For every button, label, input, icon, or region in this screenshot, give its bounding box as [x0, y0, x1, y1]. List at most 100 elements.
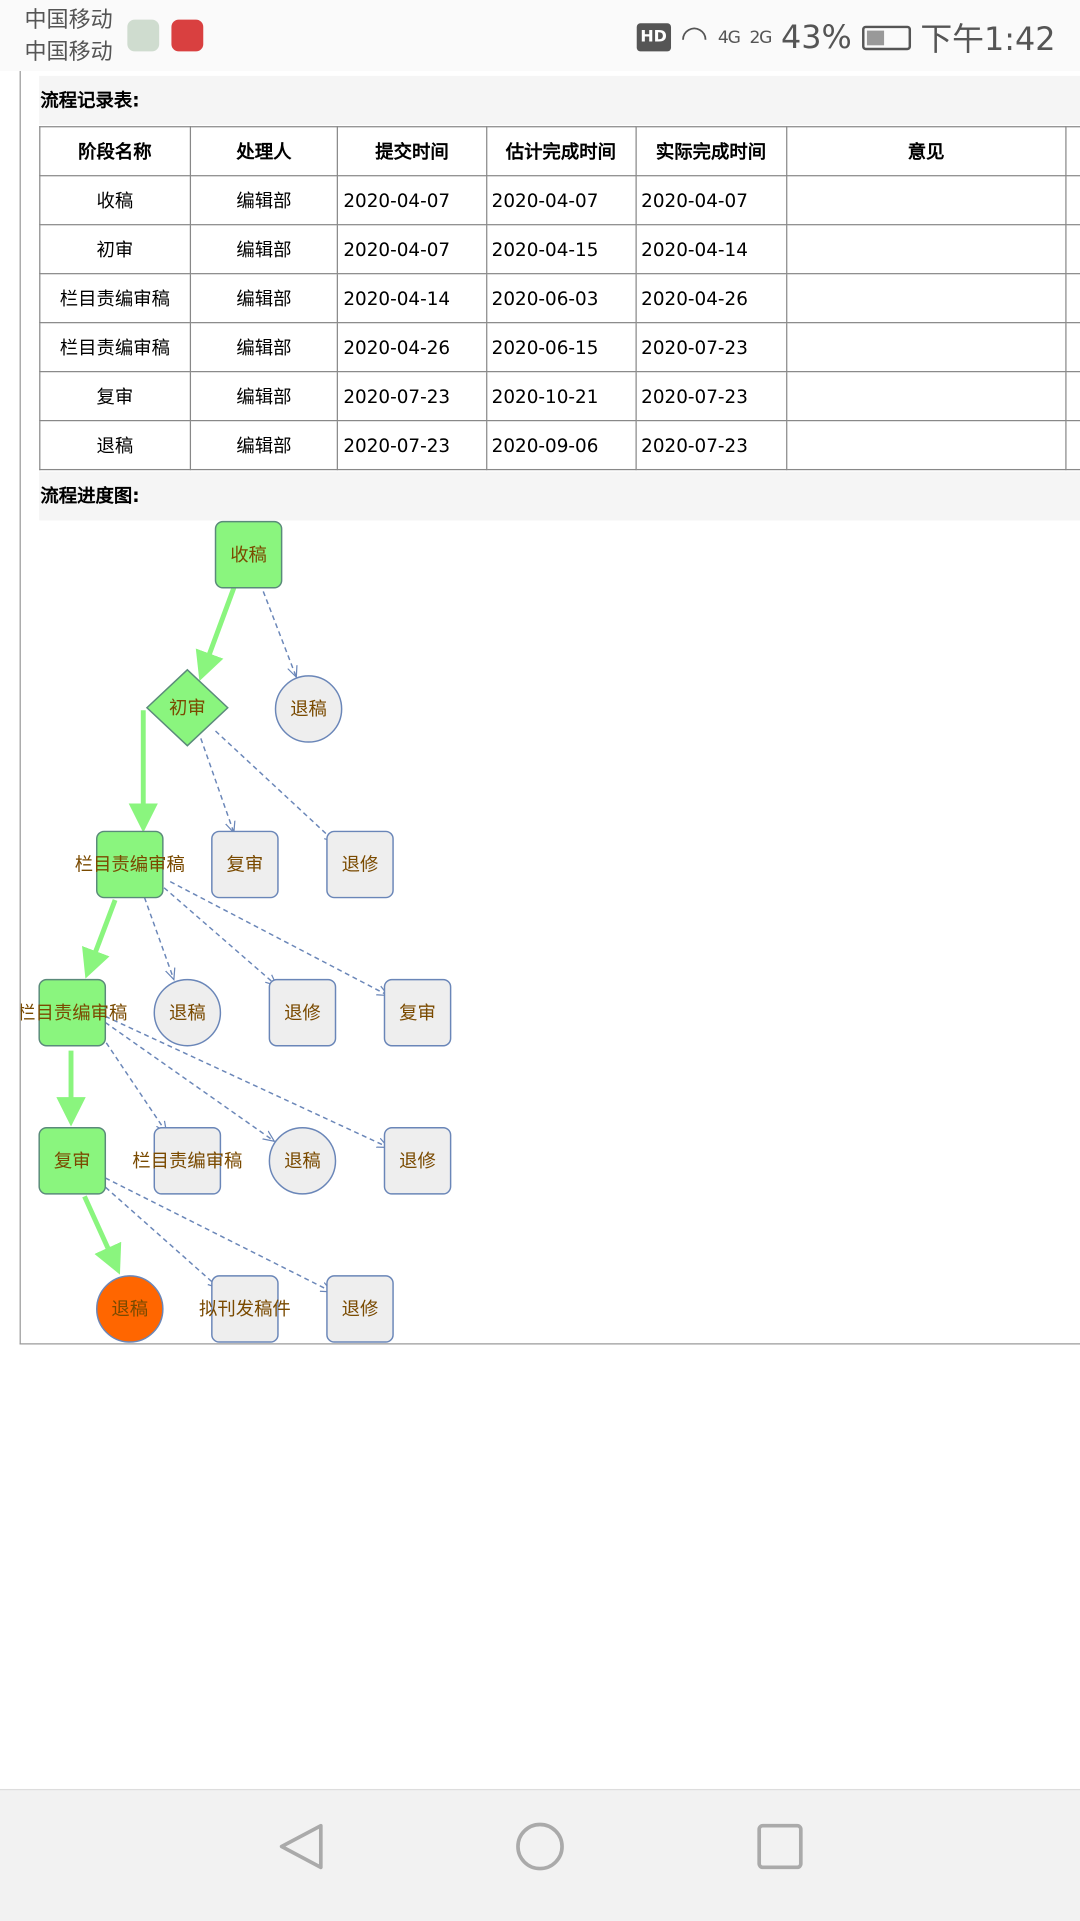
table-cell: 2020-06-15: [485, 322, 637, 373]
table-cell: 2020-07-23: [337, 371, 487, 422]
column-header: 实际完成时间: [635, 126, 787, 177]
flow-node[interactable]: 栏目责编审稿: [132, 1127, 242, 1195]
flow-node-label: 复审: [227, 855, 264, 876]
flow-node-label: 退稿: [111, 1299, 148, 1320]
flow-node-label: 复审: [54, 1151, 91, 1172]
battery-percent: 43%: [780, 18, 852, 56]
flow-arrow-option: [104, 1021, 274, 1141]
flow-node[interactable]: 退稿: [96, 1275, 164, 1343]
table-cell: 2020-07-23: [635, 420, 787, 471]
carrier-label: 中国移动: [24, 7, 113, 34]
flow-arrow-option: [262, 591, 296, 677]
flow-node[interactable]: 收稿: [214, 520, 283, 589]
record-table-title: 流程记录表:: [39, 75, 1080, 125]
table-cell: 2020-07-23: [337, 420, 487, 471]
flow-node-label: 栏目责编审稿: [75, 855, 185, 876]
diagram-title: 流程进度图:: [39, 471, 1080, 521]
flow-node[interactable]: 退稿: [268, 1127, 337, 1195]
hd-icon: HD: [636, 23, 671, 52]
table-cell: 2020-09-06: [485, 420, 637, 471]
flow-node[interactable]: 退修: [326, 830, 394, 899]
flow-node-label: 收稿: [230, 545, 267, 566]
flow-arrow-taken: [82, 1195, 122, 1275]
wifi-icon: ◠: [680, 18, 709, 56]
flow-node[interactable]: 拟刊发稿件: [199, 1275, 291, 1343]
table-cell: 2020-04-26: [337, 322, 487, 373]
flow-node[interactable]: 复审: [38, 1127, 107, 1195]
flow-node-label: 栏目责编审稿: [21, 1003, 128, 1024]
column-header: 估计完成时间: [485, 126, 637, 177]
back-icon[interactable]: [279, 1823, 323, 1870]
table-cell: 2020-04-14: [337, 273, 487, 324]
flow-node-label: 初审: [169, 698, 206, 719]
flow-node[interactable]: 栏目责编审稿: [75, 830, 185, 899]
table-cell: 2020-04-07: [485, 175, 637, 226]
flow-arrow-option: [96, 1028, 167, 1133]
table-cell: 编辑部: [189, 371, 339, 422]
table-cell: 2020-07-23: [635, 371, 787, 422]
table-cell: 栏目责编审稿: [39, 273, 191, 324]
table-cell: 编辑部: [189, 224, 339, 275]
table-cell: 初审: [39, 224, 191, 275]
flow-node[interactable]: 初审: [145, 668, 229, 747]
flow-arrow-option: [104, 1177, 332, 1292]
recents-icon[interactable]: [757, 1823, 803, 1870]
table-cell: 收稿: [39, 175, 191, 226]
flow-node-label: 复审: [399, 1003, 436, 1024]
flow-node[interactable]: 复审: [383, 978, 452, 1047]
flow-node-label: 退稿: [284, 1151, 321, 1172]
column-header: 意见: [785, 126, 1067, 177]
flow-arrow-option: [163, 887, 277, 986]
flow-node[interactable]: 栏目责编审稿: [21, 978, 128, 1047]
flow-node[interactable]: 退稿: [153, 978, 222, 1047]
table-cell: [785, 371, 1067, 422]
flow-arrow-option: [215, 730, 336, 842]
table-cell: 编辑部: [189, 175, 339, 226]
table-cell: 2020-10-21: [485, 371, 637, 422]
flow-arrow-option: [104, 1015, 388, 1149]
table-cell: 2020-04-26: [635, 273, 787, 324]
table-cell: 复审: [39, 371, 191, 422]
flow-arrow-option: [98, 1181, 219, 1289]
home-icon[interactable]: [516, 1822, 564, 1871]
flow-node-label: 退修: [284, 1003, 321, 1024]
security-app-icon: [127, 19, 160, 52]
table-cell: 编辑部: [189, 273, 339, 324]
table-cell: 2020-04-15: [485, 224, 637, 275]
signal-icon: 4G: [717, 27, 741, 48]
flow-node-label: 退稿: [169, 1003, 206, 1024]
flow-node-label: 拟刊发稿件: [199, 1299, 291, 1320]
flow-node[interactable]: 退修: [268, 978, 337, 1047]
flow-arrow-option: [169, 880, 388, 996]
flow-node-label: 退稿: [290, 699, 327, 720]
table-cell: 2020-04-14: [635, 224, 787, 275]
table-cell: [785, 224, 1067, 275]
table-cell: [785, 175, 1067, 226]
flow-node[interactable]: 退稿: [274, 675, 343, 743]
flow-arrow-option: [200, 738, 234, 832]
table-cell: 2020-06-03: [485, 273, 637, 324]
table-cell: 2020-07-23: [635, 322, 787, 373]
flow-node[interactable]: 退修: [383, 1127, 452, 1195]
flow-node-label: 退修: [399, 1151, 436, 1172]
table-cell: [785, 322, 1067, 373]
flow-node[interactable]: 退修: [326, 1275, 394, 1343]
study-app-icon: [171, 19, 204, 52]
navigation-bar: [0, 1788, 1080, 1921]
clock: 下午1:42: [920, 22, 1056, 59]
flow-diagram: 收稿初审退稿栏目责编审稿复审退修栏目责编审稿退稿退修复审复审栏目责编审稿退稿退修…: [21, 520, 452, 1343]
table-cell: 栏目责编审稿: [39, 322, 191, 373]
table-cell: [785, 420, 1067, 471]
table-cell: 2020-04-07: [337, 175, 487, 226]
table-cell: 编辑部: [189, 322, 339, 373]
flow-node-label: 退修: [342, 855, 379, 876]
carrier-label: 中国移动: [24, 39, 113, 65]
column-header: 提交时间: [337, 126, 487, 177]
flow-node[interactable]: 复审: [211, 830, 279, 899]
